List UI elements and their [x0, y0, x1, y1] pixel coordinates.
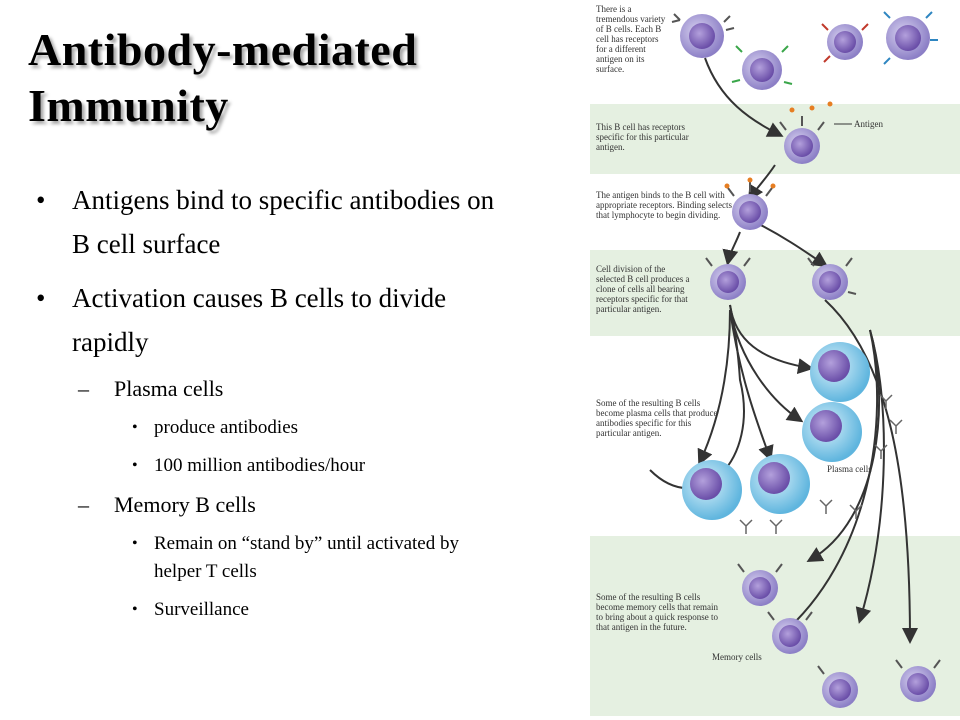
detail-bullet: • 100 million antibodies/hour — [36, 452, 506, 480]
sub-bullet-plasma: – Plasma cells — [36, 374, 506, 404]
detail-text: produce antibodies — [154, 417, 298, 438]
bullet-activation: • Activation causes B cells to divide ra… — [36, 276, 506, 364]
selected-b-cell: Antigen — [780, 102, 883, 165]
detail-bullet: • Surveillance — [36, 596, 506, 624]
flow-arrows — [650, 58, 910, 640]
detail-bullet: • produce antibodies — [36, 414, 506, 442]
bullet-dot: • — [132, 414, 138, 442]
dash-mark: – — [78, 490, 89, 520]
diagram-drawing: Antigen Plasma — [590, 0, 960, 720]
bullet-text: Antigens bind to specific antibodies on … — [72, 185, 494, 259]
title-line-2: Immunity — [28, 78, 568, 134]
slide-title: Antibody-mediated Immunity — [28, 22, 568, 134]
binding-b-cell — [725, 178, 776, 231]
title-line-1: Antibody-mediated — [28, 22, 568, 78]
memory-cells-label: Memory cells — [712, 652, 762, 662]
detail-text: Remain on “stand by” until activated by … — [154, 533, 459, 582]
bullet-dot: • — [36, 276, 45, 320]
bullet-dot: • — [132, 596, 138, 624]
bullet-list: • Antigens bind to specific antibodies o… — [36, 178, 506, 634]
b-cell-diagram: There is a tremendous variety of B cells… — [590, 0, 960, 720]
detail-text: Surveillance — [154, 599, 249, 620]
bullet-antigens: • Antigens bind to specific antibodies o… — [36, 178, 506, 266]
antigen-label: Antigen — [854, 119, 883, 129]
bullet-text: Activation causes B cells to divide rapi… — [72, 283, 446, 357]
plasma-cells — [682, 342, 870, 520]
detail-bullet: • Remain on “stand by” until activated b… — [36, 530, 506, 586]
bullet-dot: • — [132, 452, 138, 480]
bullet-dot: • — [132, 530, 138, 558]
b-cells-top — [680, 14, 930, 90]
dash-mark: – — [78, 374, 89, 404]
sub-bullet-text: Plasma cells — [114, 376, 223, 401]
sub-bullet-text: Memory B cells — [114, 492, 256, 517]
plasma-cells-label: Plasma cells — [827, 464, 872, 474]
sub-bullet-memory: – Memory B cells — [36, 490, 506, 520]
detail-text: 100 million antibodies/hour — [154, 455, 365, 476]
clone-cells — [706, 258, 856, 300]
bullet-dot: • — [36, 178, 45, 222]
